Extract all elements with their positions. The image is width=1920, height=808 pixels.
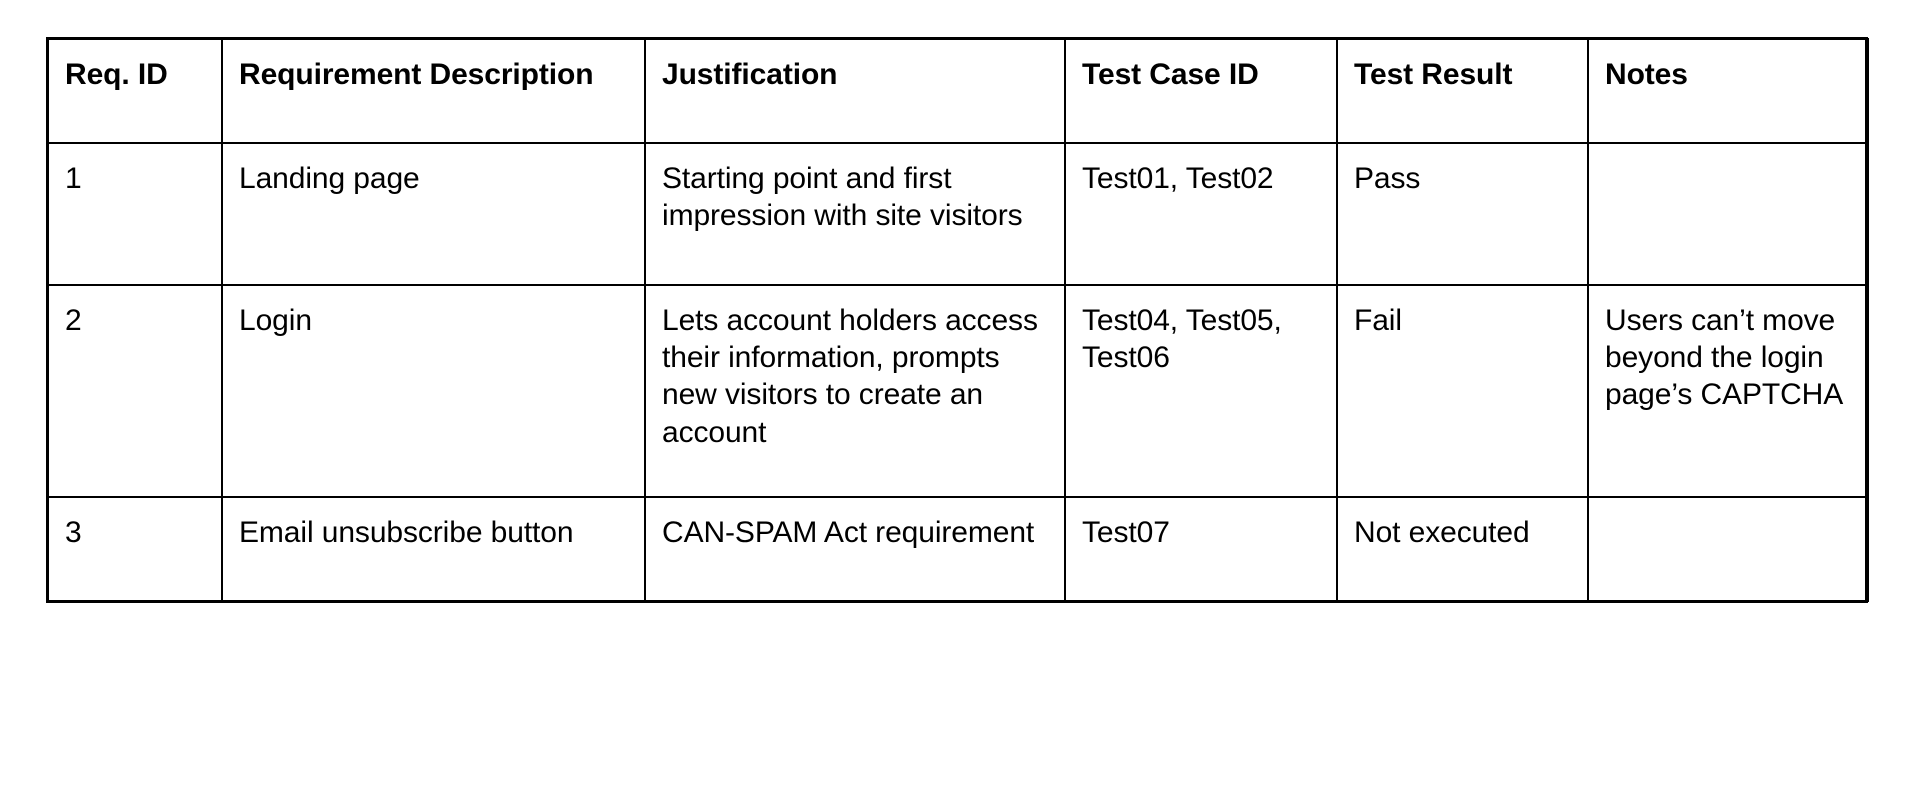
cell-test-case-id: Test07 — [1064, 496, 1338, 602]
column-header-test-case-id: Test Case ID — [1064, 38, 1338, 144]
table-row: 1 Landing page Starting point and first … — [47, 142, 1869, 286]
cell-req-id: 3 — [47, 496, 223, 602]
table-row: 2 Login Lets account holders access thei… — [47, 284, 1869, 498]
cell-justification: CAN-SPAM Act requirement — [644, 496, 1066, 602]
cell-test-result: Fail — [1336, 284, 1589, 498]
cell-justification: Lets account holders access their inform… — [644, 284, 1066, 498]
column-header-test-result: Test Result — [1336, 38, 1589, 144]
cell-justification: Starting point and first impression with… — [644, 142, 1066, 286]
cell-description: Email unsubscribe button — [221, 496, 646, 602]
cell-notes: Users can’t move beyond the login page’s… — [1587, 284, 1869, 498]
table-row: 3 Email unsubscribe button CAN-SPAM Act … — [47, 496, 1869, 602]
table-body: 1 Landing page Starting point and first … — [47, 142, 1869, 602]
cell-test-case-id: Test01, Test02 — [1064, 142, 1338, 286]
cell-req-id: 1 — [47, 142, 223, 286]
column-header-req-id: Req. ID — [47, 38, 223, 144]
cell-test-case-id: Test04, Test05, Test06 — [1064, 284, 1338, 498]
cell-test-result: Pass — [1336, 142, 1589, 286]
column-header-justification: Justification — [644, 38, 1066, 144]
cell-description: Login — [221, 284, 646, 498]
table-header-row: Req. ID Requirement Description Justific… — [47, 38, 1869, 144]
cell-notes — [1587, 496, 1869, 602]
table-header: Req. ID Requirement Description Justific… — [47, 38, 1869, 144]
cell-notes — [1587, 142, 1869, 286]
cell-description: Landing page — [221, 142, 646, 286]
column-header-notes: Notes — [1587, 38, 1869, 144]
requirements-traceability-table: Req. ID Requirement Description Justific… — [47, 38, 1869, 602]
cell-req-id: 2 — [47, 284, 223, 498]
column-header-description: Requirement Description — [221, 38, 646, 144]
cell-test-result: Not executed — [1336, 496, 1589, 602]
table-container: Req. ID Requirement Description Justific… — [46, 37, 1869, 603]
